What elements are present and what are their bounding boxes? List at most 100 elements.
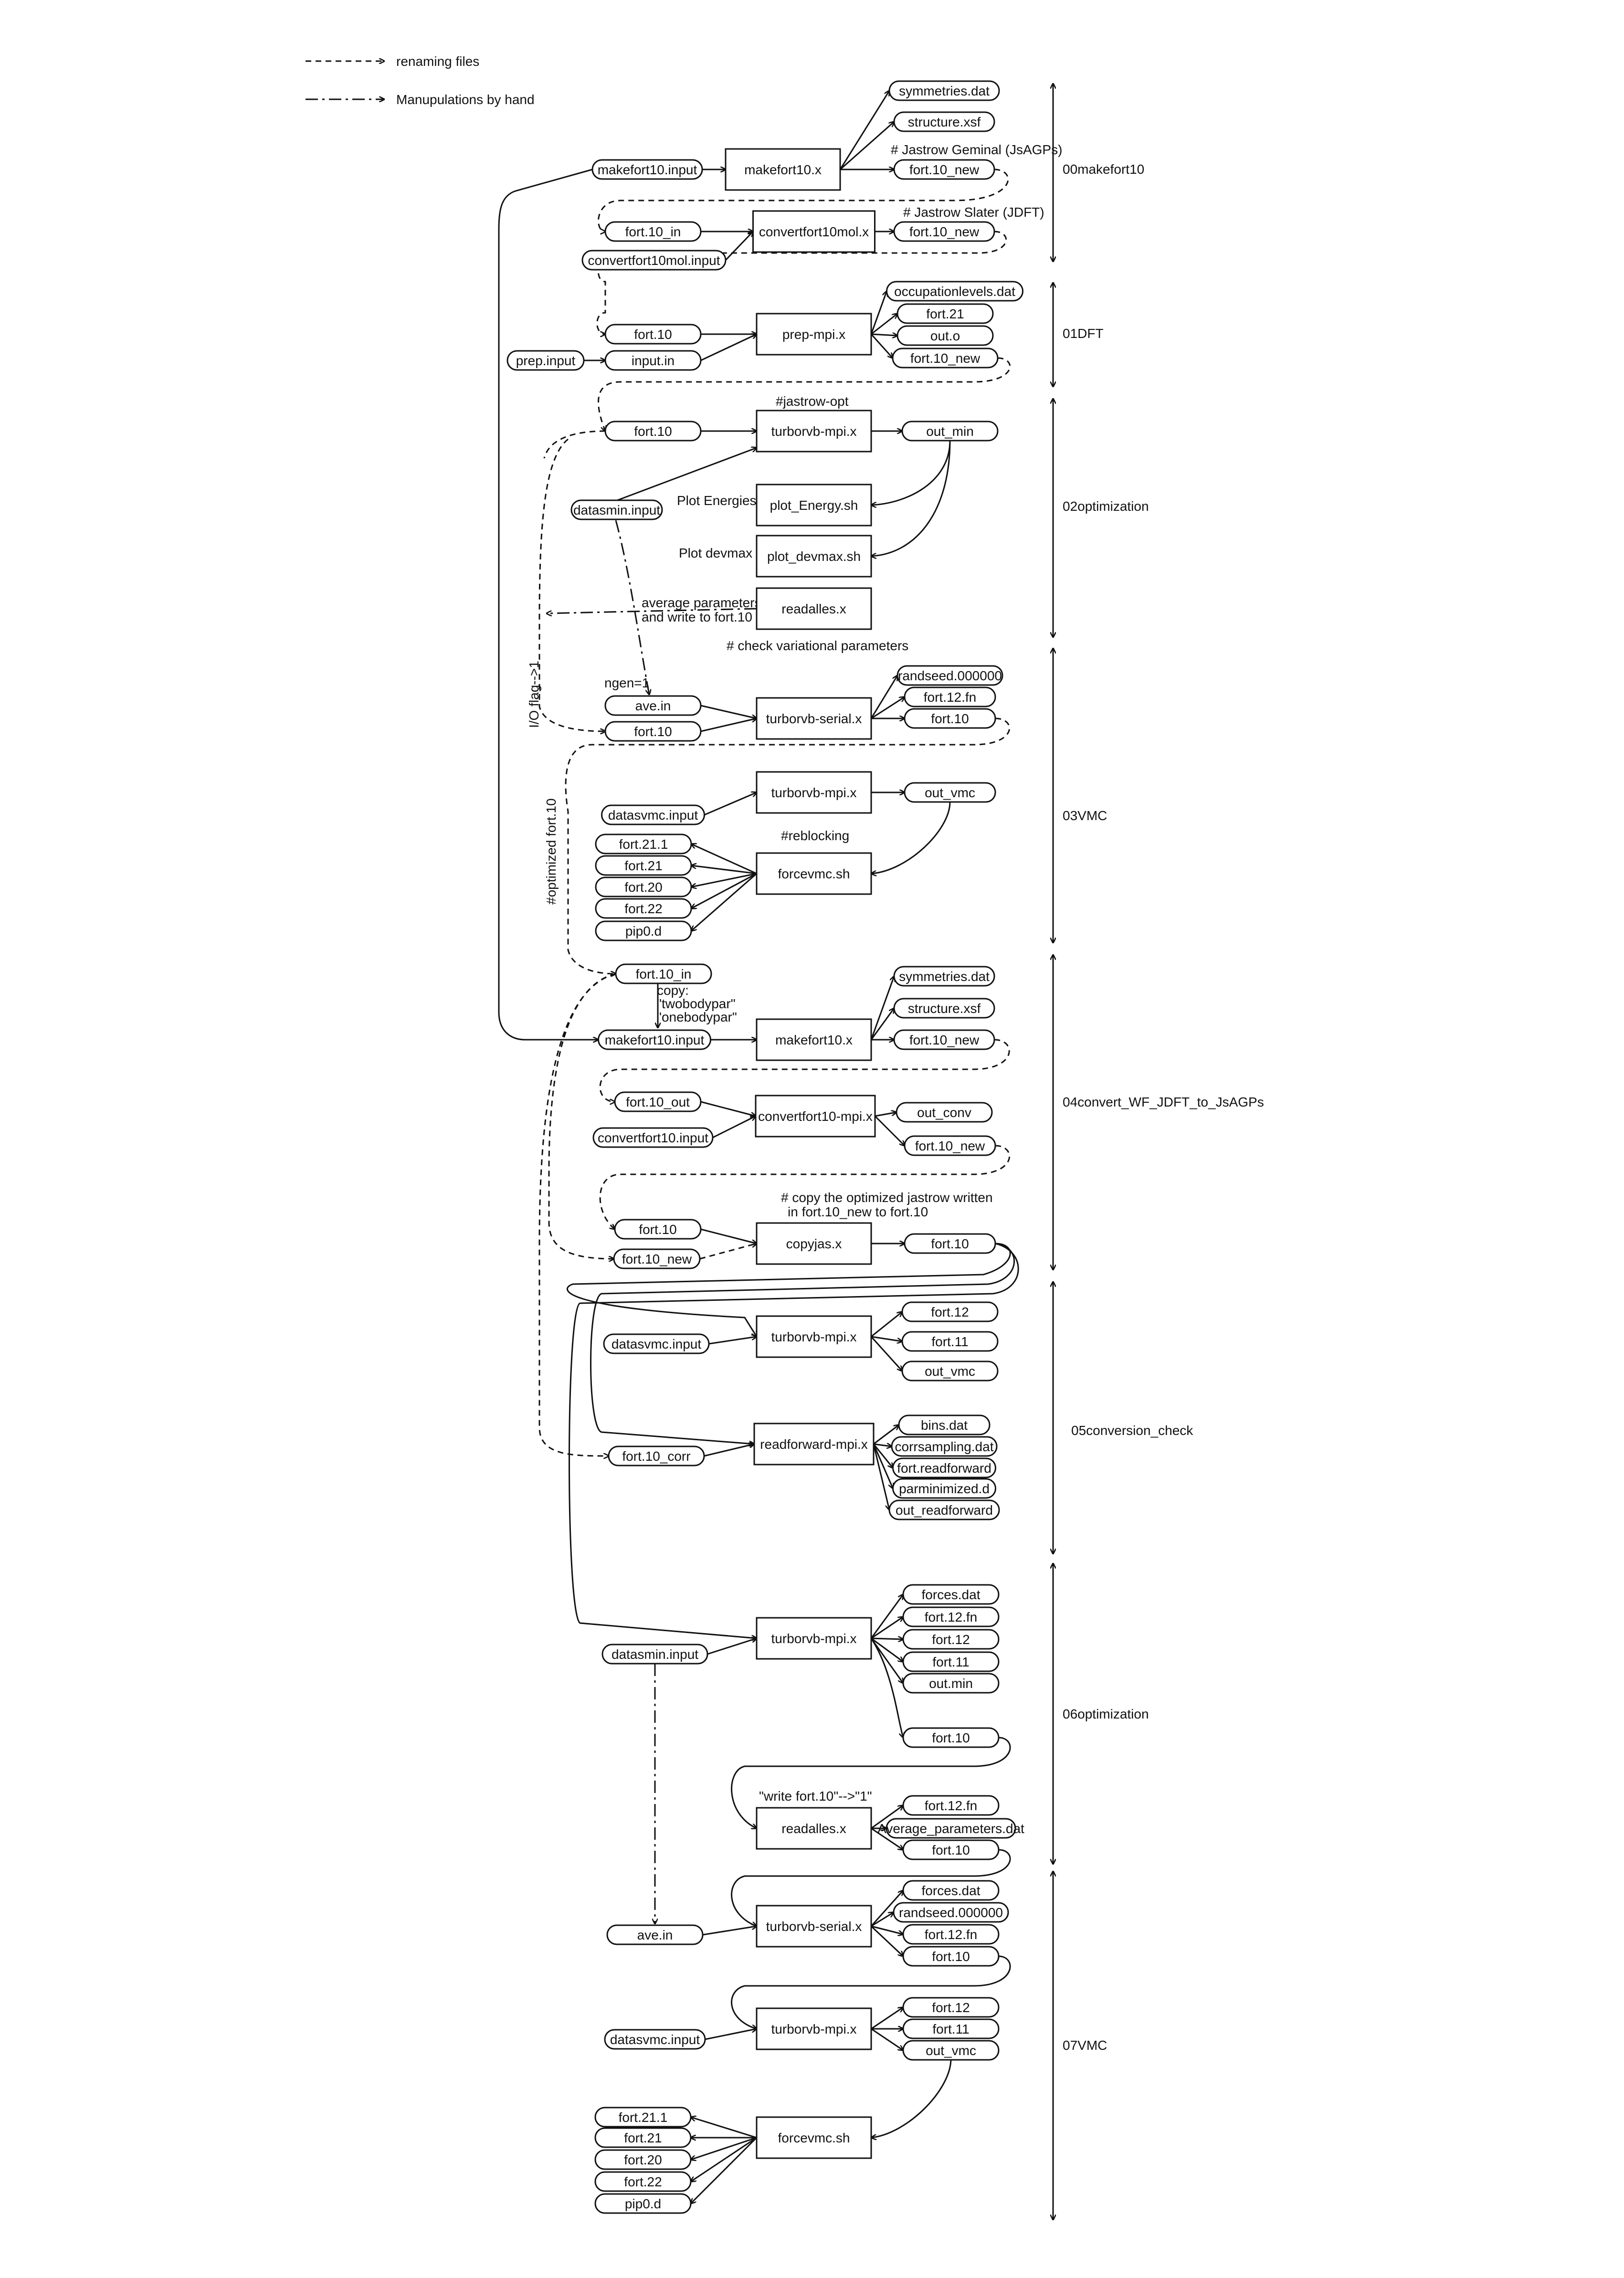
edge-output-arrow <box>871 334 897 336</box>
file-label: fort.10_new <box>915 1139 985 1153</box>
file-node-fort-10-out: fort.10_out <box>614 1091 702 1112</box>
section-label-04: 04convert_WF_JDFT_to_JsAGPs <box>1063 1095 1264 1109</box>
file-pill <box>891 1436 998 1457</box>
program-node-readalles-x: readalles.x <box>756 1807 872 1850</box>
file-pill <box>614 1091 702 1112</box>
edge-rename-loop <box>597 357 1011 431</box>
file-label: fort.10 <box>931 1236 969 1251</box>
file-label: fort.21 <box>624 2130 662 2145</box>
file-label: structure.xsf <box>908 1001 981 1016</box>
file-node-out-vmc: out_vmc <box>902 2040 1000 2061</box>
file-node-fort-20: fort.20 <box>594 2149 692 2170</box>
file-label: pip0.d <box>625 924 662 939</box>
file-node-average-parameters-dat: Average_parameters.dat <box>877 1818 1024 1839</box>
edge-input-arrow <box>700 718 757 732</box>
file-pill <box>888 1499 1000 1520</box>
edge-datasmin-arrow <box>617 448 757 501</box>
file-label: fort.12 <box>932 2000 970 2015</box>
file-node-fort-10: fort.10 <box>902 1839 1000 1860</box>
file-pill <box>594 2193 692 2214</box>
file-pill <box>893 1902 1009 1923</box>
edge-output-arrow <box>871 1805 903 1829</box>
program-node-forcevmc-sh: forcevmc.sh <box>756 2116 872 2159</box>
program-node-makefort10-x: makefort10.x <box>725 148 841 191</box>
section-ranges: 00makefort10 01DFT 02optimization 03VMC … <box>1053 84 1264 2220</box>
file-label: fort.21 <box>624 858 662 873</box>
program-box <box>756 1807 872 1850</box>
program-node-turborvb-serial-x: turborvb-serial.x <box>756 1905 872 1948</box>
program-node-turborvb-mpi-x: turborvb-mpi.x <box>756 1617 872 1660</box>
file-label: datasmin.input <box>612 1647 698 1662</box>
edge-output-arrow <box>870 1336 902 1371</box>
file-node-fort-11: fort.11 <box>901 1331 999 1352</box>
section-label-07: 07VMC <box>1063 2038 1107 2053</box>
edges <box>498 91 1019 2204</box>
file-label: fort.10_new <box>909 224 980 239</box>
edge-hand-link <box>498 169 598 1040</box>
file-node-ave-in: ave.in <box>604 695 702 716</box>
file-label: datasvmc.input <box>612 1337 702 1351</box>
file-pill <box>892 348 999 369</box>
file-pill <box>902 2018 1000 2039</box>
file-node-fort-22: fort.22 <box>595 898 692 919</box>
program-label: prep-mpi.x <box>782 327 845 342</box>
file-pill <box>615 963 712 984</box>
file-label: out_vmc <box>926 2043 976 2058</box>
program-label: turborvb-mpi.x <box>771 785 857 800</box>
legend: renaming files Manupulations by hand <box>306 54 535 107</box>
file-label: ave.in <box>635 698 671 713</box>
program-label: readforward-mpi.x <box>760 1437 868 1452</box>
file-pill <box>506 350 585 371</box>
edge-output-arrow <box>691 865 757 875</box>
file-label: fort.12 <box>932 1632 970 1647</box>
edge-manual-average-arrow <box>547 608 757 613</box>
annotation-check-variational: # check variational parameters <box>727 638 908 653</box>
file-node-parminimized-d: parminimized.d <box>892 1478 996 1499</box>
edge-output-arrow <box>691 873 757 908</box>
file-label: bins.dat <box>921 1418 968 1433</box>
file-label: fort.21.1 <box>619 837 668 852</box>
file-node-fort-10-new: fort.10_new <box>893 159 995 180</box>
file-label: out.min <box>929 1676 973 1691</box>
file-pill <box>892 1478 996 1499</box>
program-node-copyjas-x: copyjas.x <box>756 1222 872 1265</box>
file-node-structure-xsf: structure.xsf <box>893 998 995 1019</box>
file-label: fort.10_out <box>626 1095 690 1109</box>
program-label: forcevmc.sh <box>778 2130 850 2145</box>
program-box <box>756 1617 872 1660</box>
annotation-write-fort10-flag: "write fort.10"-->"1" <box>759 1789 872 1803</box>
file-pill <box>595 833 692 854</box>
file-node-fort-21-1: fort.21.1 <box>595 833 692 854</box>
file-pill <box>904 1135 996 1156</box>
program-box <box>756 2007 872 2050</box>
file-node-fort-12-fn: fort.12.fn <box>904 686 996 707</box>
file-label: fort.10 <box>932 1843 970 1857</box>
file-pill <box>902 1880 1000 1901</box>
edge-outmin-energy-arrow <box>871 440 951 505</box>
file-node-fort-10-new: fort.10_new <box>893 1029 995 1050</box>
edge-output-arrow <box>871 697 905 719</box>
file-label: fort.22 <box>624 2174 662 2189</box>
file-pill <box>595 898 692 919</box>
file-pill <box>902 1606 1000 1627</box>
file-node-input-in: input.in <box>604 350 702 371</box>
file-pill <box>902 1946 1000 1967</box>
annotation-jastrow-opt: #jastrow-opt <box>776 394 849 409</box>
file-node-makefort10-input: makefort10.input <box>598 1029 711 1050</box>
file-node-fort-21: fort.21 <box>595 855 692 876</box>
file-node-randseed-000000: randseed.000000 <box>896 665 1003 686</box>
program-box <box>756 1905 872 1948</box>
edge-output-arrow <box>871 1912 894 1927</box>
file-pill <box>604 221 702 242</box>
file-node-structure-xsf: structure.xsf <box>893 111 995 132</box>
annotation-average-parameters: average parameters <box>642 595 761 610</box>
file-node-convertfort10mol-input: convertfort10mol.input <box>581 250 727 271</box>
edge-input-arrow <box>700 334 757 361</box>
edge-dashed-arrow <box>699 1244 757 1260</box>
annotation-twobodypar: "twobodypar" <box>657 996 736 1011</box>
file-node-bins-dat: bins.dat <box>898 1414 991 1435</box>
file-node-prep-input: prep.input <box>506 350 585 371</box>
file-node-makefort10-input: makefort10.input <box>591 159 703 180</box>
file-node-datasvmc-input: datasvmc.input <box>603 1333 710 1354</box>
